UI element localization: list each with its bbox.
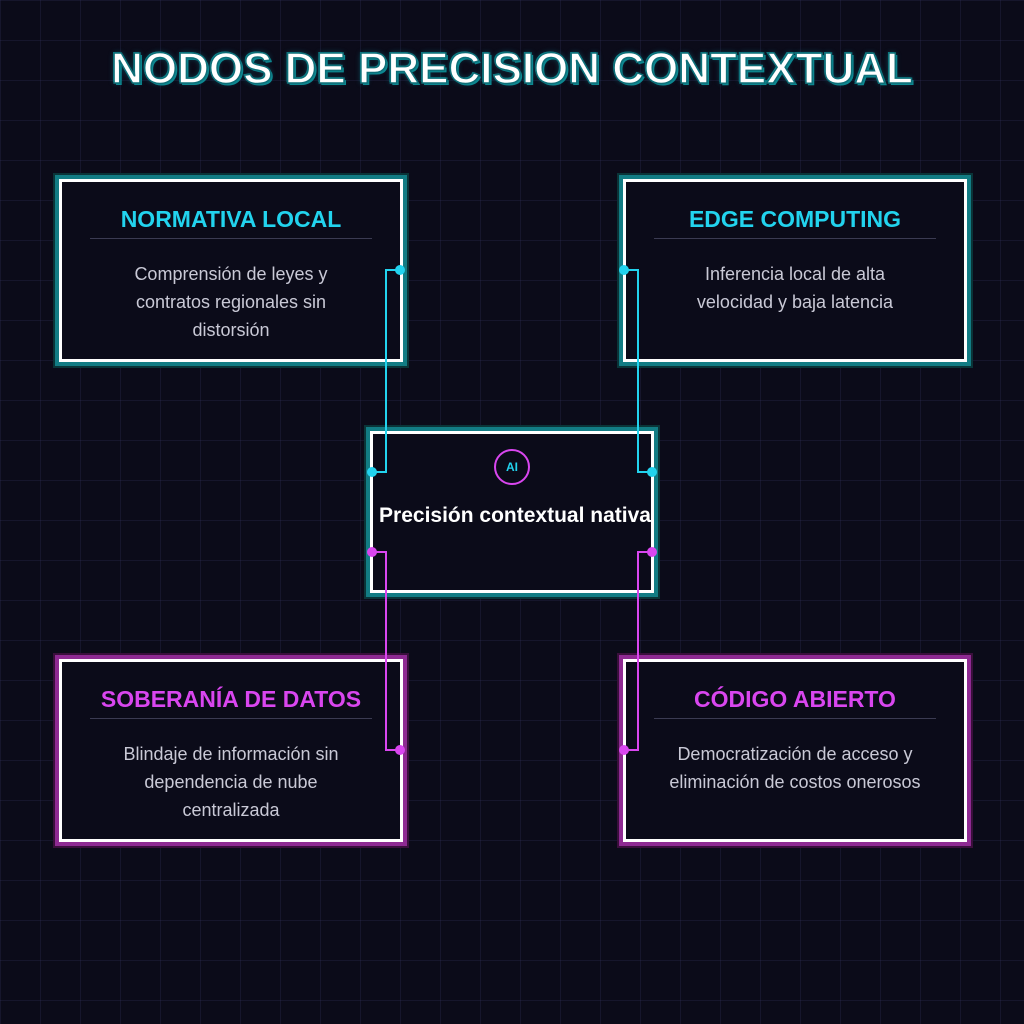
node-title: EDGE COMPUTING [688, 206, 902, 232]
page-title: NODOS DE PRECISION CONTEXTUAL [110, 43, 913, 94]
node-divider [654, 238, 936, 239]
ai-icon: AI [494, 449, 530, 485]
node-divider [654, 718, 936, 719]
node-title: CÓDIGO ABIERTO [694, 686, 896, 712]
center-hub: AI Precisión contextual nativa [370, 431, 654, 593]
node-soberania-de-datos: SOBERANÍA DE DATOS Blindaje de informaci… [59, 659, 403, 842]
node-divider [90, 718, 372, 719]
node-divider [90, 238, 372, 239]
node-title: SOBERANÍA DE DATOS [100, 686, 362, 712]
center-label: Precisión contextual nativa [379, 504, 651, 527]
node-description: Blindaje de información sin dependencia … [123, 744, 339, 820]
node-normativa-local: NORMATIVA LOCAL Comprensión de leyes y c… [59, 179, 403, 362]
node-description: Comprensión de leyes y contratos regiona… [134, 264, 328, 340]
node-description: Democratización de acceso y eliminación … [669, 744, 921, 792]
node-codigo-abierto: CÓDIGO ABIERTO Democratización de acceso… [623, 659, 967, 842]
node-title: NORMATIVA LOCAL [120, 206, 342, 232]
node-description: Inferencia local de alta velocidad y baj… [696, 264, 894, 312]
node-edge-computing: EDGE COMPUTING Inferencia local de alta … [623, 179, 967, 362]
